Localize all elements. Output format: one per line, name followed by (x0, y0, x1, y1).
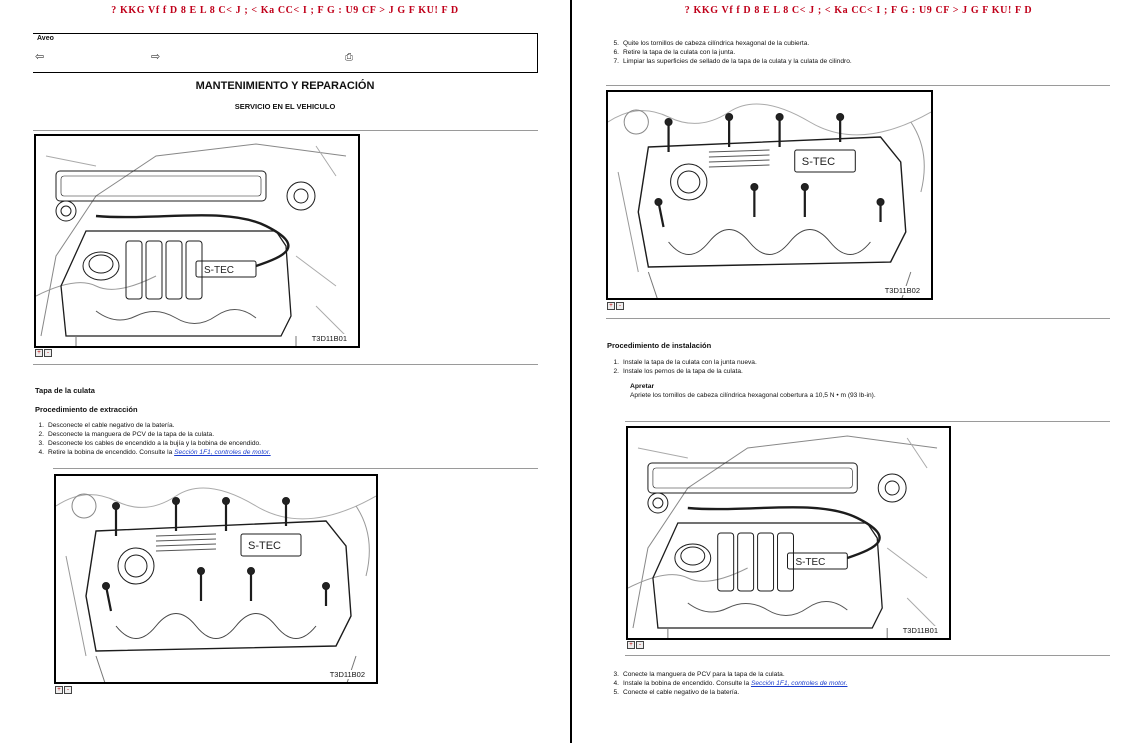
section-link[interactable]: Sección 1F1, controles de motor. (750, 680, 848, 687)
zoom-controls: +- (627, 641, 644, 649)
divider (606, 85, 1110, 86)
torque-label: Apretar (630, 383, 655, 390)
figure-engine-top: T3D11B01 (34, 134, 360, 348)
divider (53, 468, 538, 469)
figure-code: T3D11B02 (328, 670, 366, 679)
procedure-heading: Procedimiento de extracción (35, 405, 138, 414)
right-page: ? KKG Vf f D 8 E L 8 C< J ; < Ka CC< I ;… (572, 0, 1145, 743)
list-item: 7.Limpiar las superficies de sellado de … (613, 58, 852, 65)
figure-code: T3D11B01 (310, 334, 348, 343)
arrow-left-icon[interactable]: ⇦ (35, 51, 45, 63)
zoom-controls: +- (35, 349, 52, 357)
list-item: 1.Desconecte el cable negativo de la bat… (38, 422, 175, 429)
figure-code: T3D11B02 (883, 286, 921, 295)
list-item: 5.Quite los tornillos de cabeza cilíndri… (613, 40, 810, 47)
zoom-out-icon[interactable]: - (44, 349, 52, 357)
model-label: Aveo (37, 35, 54, 42)
zoom-out-icon[interactable]: - (616, 302, 624, 310)
list-item: 1.Instale la tapa de la culata con la ju… (613, 359, 757, 366)
procedure-heading: Procedimiento de instalación (607, 341, 712, 350)
figure-code: T3D11B01 (901, 626, 939, 635)
list-item: 6.Retire la tapa de la culata con la jun… (613, 49, 736, 56)
list-item: 4.Instale la bobina de encendido. Consul… (613, 680, 848, 687)
zoom-controls: +- (607, 302, 624, 310)
watermark: ? KKG Vf f D 8 E L 8 C< J ; < Ka CC< I ;… (111, 5, 459, 16)
figure-valve-cover: T3D11B02 (606, 90, 933, 300)
install-steps: 1.Instale la tapa de la culata con la ju… (607, 358, 757, 376)
torque-text: Apriete los tornillos de cabeza cilíndri… (630, 392, 876, 399)
list-item: 4.Retire la bobina de encendido. Consult… (38, 449, 271, 456)
install-steps-continued: 3.Conecte la manguera de PCV para la tap… (607, 670, 848, 697)
divider (33, 364, 538, 365)
zoom-controls: +- (55, 686, 72, 694)
section-link[interactable]: Sección 1F1, controles de motor. (174, 449, 271, 456)
divider (33, 130, 538, 131)
figure-valve-cover: T3D11B02 (54, 474, 378, 684)
torque-note: Apretar Apriete los tornillos de cabeza … (630, 382, 876, 400)
zoom-in-icon[interactable]: + (55, 686, 63, 694)
list-item: 3.Conecte la manguera de PCV para la tap… (613, 671, 785, 678)
divider (625, 655, 1110, 656)
zoom-out-icon[interactable]: - (64, 686, 72, 694)
arrow-right-icon[interactable]: ⇨ (151, 51, 161, 63)
page-subtitle: SERVICIO EN EL VEHICULO (234, 102, 336, 111)
list-item: 2.Desconecte la manguera de PCV de la ta… (38, 431, 215, 438)
zoom-in-icon[interactable]: + (35, 349, 43, 357)
zoom-in-icon[interactable]: + (607, 302, 615, 310)
zoom-out-icon[interactable]: - (636, 641, 644, 649)
figure-engine-top: T3D11B01 (626, 426, 951, 640)
zoom-in-icon[interactable]: + (627, 641, 635, 649)
removal-steps: 1.Desconecte el cable negativo de la bat… (32, 421, 271, 457)
list-item: 3.Desconecte los cables de encendido a l… (38, 440, 261, 447)
list-item: 5.Conecte el cable negativo de la baterí… (613, 689, 740, 696)
printer-icon[interactable]: ⎙ (345, 52, 353, 63)
list-item: 2.Instale los pernos de la tapa de la cu… (613, 368, 743, 375)
removal-steps-continued: 5.Quite los tornillos de cabeza cilíndri… (607, 39, 852, 66)
watermark: ? KKG Vf f D 8 E L 8 C< J ; < Ka CC< I ;… (684, 5, 1033, 16)
left-page: ? KKG Vf f D 8 E L 8 C< J ; < Ka CC< I ;… (0, 0, 572, 743)
divider (606, 318, 1110, 319)
divider (625, 421, 1110, 422)
page-title: MANTENIMIENTO Y REPARACIÓN (195, 80, 375, 92)
section-heading: Tapa de la culata (35, 386, 95, 395)
nav-bar: Aveo ⇦ ⇨ ⎙ (33, 33, 538, 73)
